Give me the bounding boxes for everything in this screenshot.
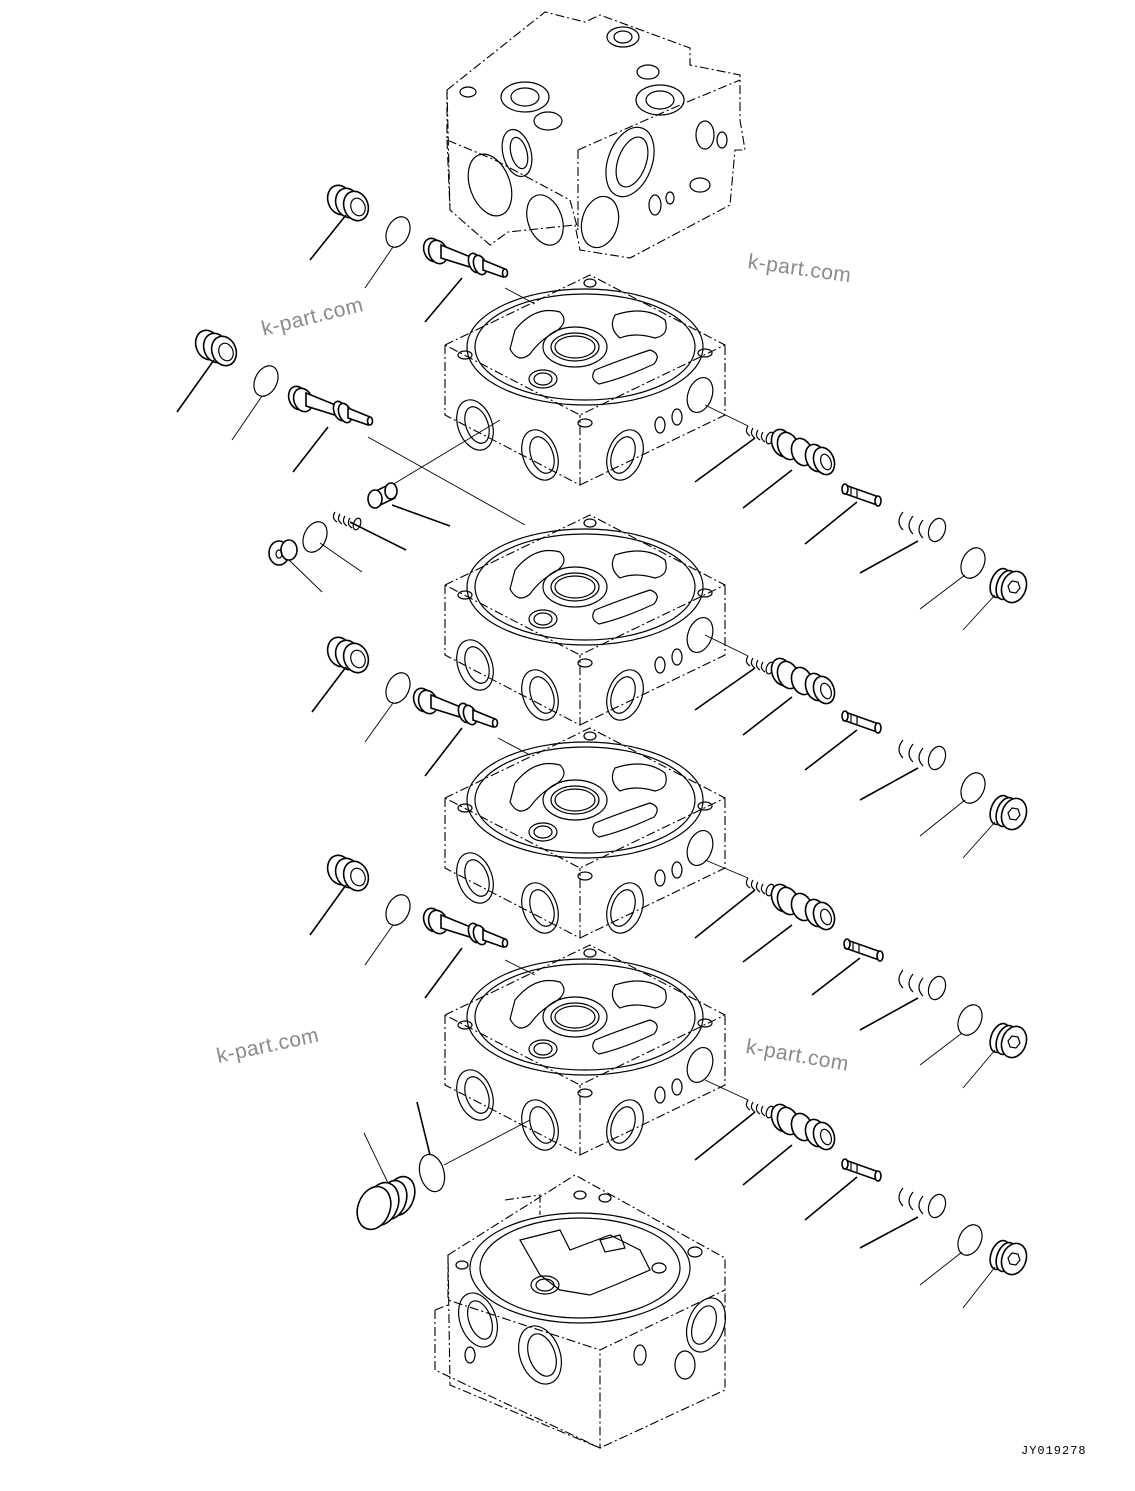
large-plug <box>356 1175 416 1231</box>
small-plug <box>268 539 298 566</box>
top-end-block <box>446 11 746 259</box>
check-piston <box>367 482 398 509</box>
drawing-id: JY019278 <box>1021 1444 1087 1458</box>
valve-section-1 <box>309 181 1032 631</box>
bottom-end-block <box>434 1174 727 1449</box>
valve-section-4 <box>309 851 1032 1309</box>
valve-section-3 <box>311 633 1032 1089</box>
valve-section-2 <box>176 326 1032 859</box>
